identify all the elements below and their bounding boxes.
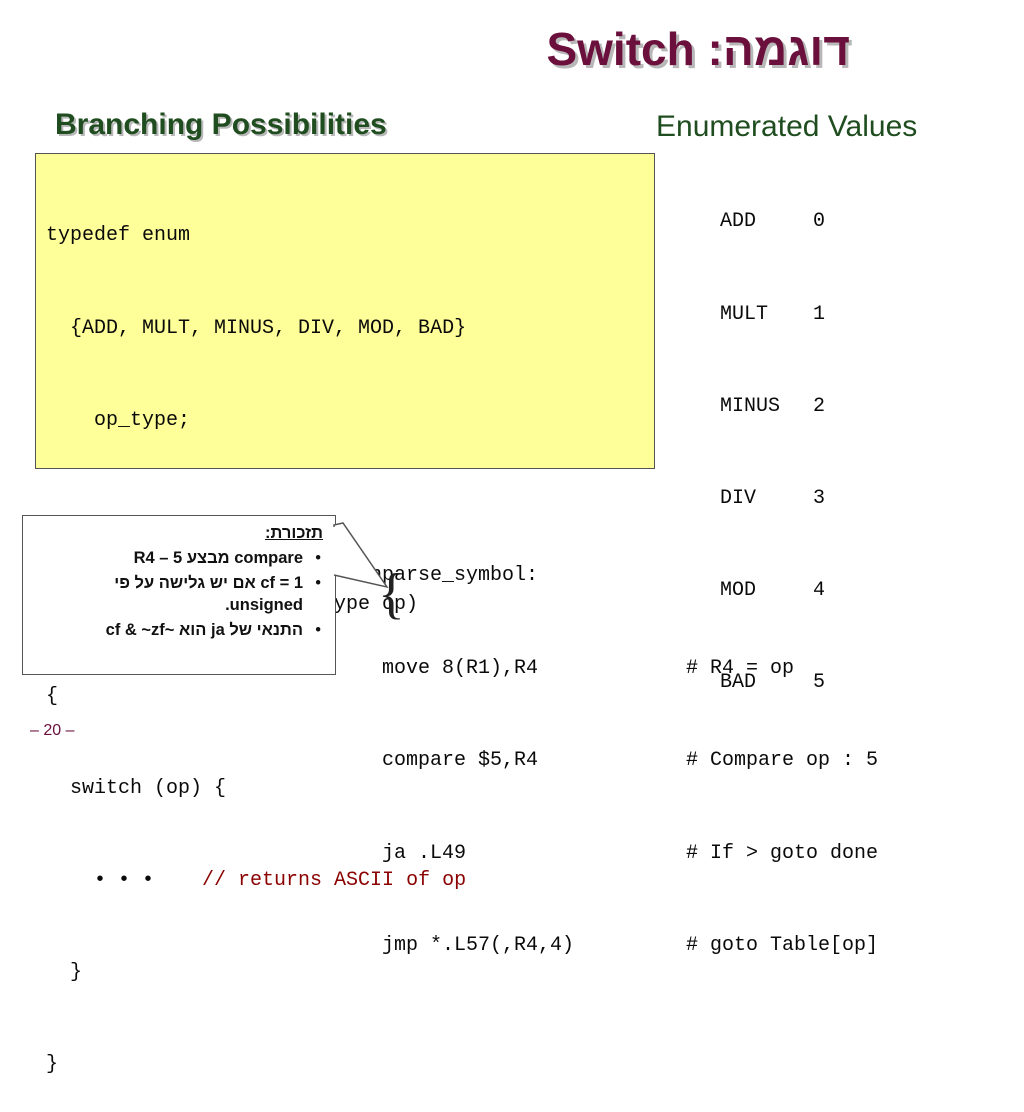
code-line: {	[46, 684, 59, 708]
enum-row: MOD 4	[720, 576, 825, 607]
reminder-callout: תזכורת: compare מבצע R4 – 5 cf = 1 אם יש…	[22, 515, 336, 675]
asm-instruction: compare $5,R4	[358, 749, 539, 773]
enum-table: ADD 0 MULT 1 MINUS 2 DIV 3 MOD 4 BAD 5	[720, 146, 825, 729]
enum-row: MINUS 2	[720, 392, 825, 423]
enum-name: DIV	[720, 486, 757, 510]
callout-item: cf = 1 אם יש גלישה על פי unsigned.	[33, 572, 321, 616]
asm-comment: # Compare op : 5	[686, 749, 879, 773]
enum-name: ADD	[720, 210, 757, 234]
callout-item: compare מבצע R4 – 5	[33, 547, 321, 569]
slide-title: Switch :דוגמה	[546, 23, 850, 75]
enum-row: BAD 5	[720, 668, 825, 699]
enum-value: 5	[813, 670, 826, 694]
enum-row: DIV 3	[720, 484, 825, 515]
enum-name: MULT	[720, 302, 769, 326]
asm-instruction: ja .L49	[358, 841, 467, 865]
enum-row: ADD 0	[720, 207, 825, 238]
code-line: op_type;	[46, 408, 191, 432]
page-number: – 20 –	[30, 722, 75, 739]
asm-row: move 8(R1),R4 # R4 = op	[358, 654, 878, 685]
asm-row: jmp *.L57(,R4,4) # goto Table[op]	[358, 931, 878, 962]
asm-instruction: move 8(R1),R4	[358, 656, 539, 680]
asm-label-row: unparse_symbol:	[358, 561, 878, 592]
callout-pointer-icon	[333, 522, 389, 589]
assembly-block: unparse_symbol: move 8(R1),R4 # R4 = op c…	[358, 500, 878, 993]
enumerated-heading: Enumerated Values	[656, 110, 918, 143]
code-line: }	[46, 1053, 59, 1077]
curly-brace-icon: {	[378, 563, 405, 625]
enum-value: 2	[813, 394, 826, 418]
asm-instruction: jmp *.L57(,R4,4)	[358, 934, 575, 958]
code-line: {ADD, MULT, MINUS, DIV, MOD, BAD}	[46, 316, 467, 340]
code-line: typedef enum	[46, 224, 191, 248]
callout-item: התנאי של ja הוא ~cf & ~zf	[33, 619, 321, 641]
callout-heading: תזכורת:	[265, 524, 323, 542]
enum-name: BAD	[720, 670, 757, 694]
asm-label: unparse_symbol:	[358, 564, 539, 588]
enum-value: 3	[813, 486, 826, 510]
asm-comment: # R4 = op	[686, 656, 795, 680]
enum-name: MINUS	[720, 394, 781, 418]
enum-value: 1	[813, 302, 826, 326]
enum-name: MOD	[720, 578, 757, 602]
asm-comment: # goto Table[op]	[686, 934, 879, 958]
code-ellipsis: • • •	[46, 869, 203, 893]
branching-heading: Branching Possibilities	[55, 108, 387, 141]
asm-row: compare $5,R4 # Compare op : 5	[358, 746, 878, 777]
enum-value: 4	[813, 578, 826, 602]
enum-value: 0	[813, 210, 826, 234]
asm-row: ja .L49 # If > goto done	[358, 839, 878, 870]
asm-comment: # If > goto done	[686, 841, 879, 865]
enum-row: MULT 1	[720, 300, 825, 331]
code-box: typedef enum {ADD, MULT, MINUS, DIV, MOD…	[35, 153, 655, 1076]
callout-list: compare מבצע R4 – 5 cf = 1 אם יש גלישה ע…	[33, 547, 323, 641]
